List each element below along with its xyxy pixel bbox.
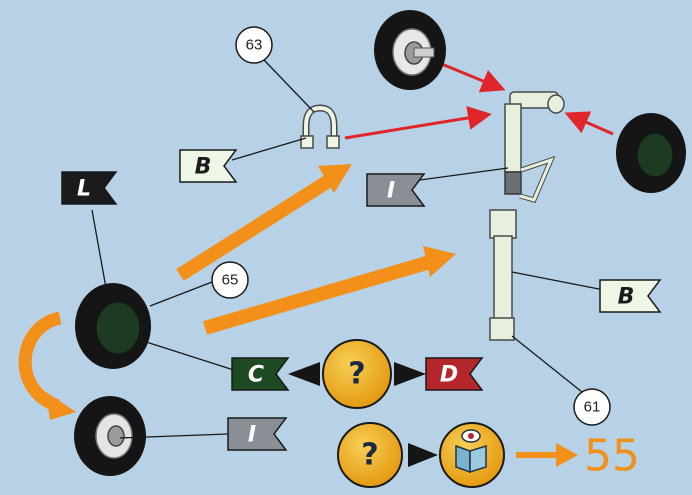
flag-l: L <box>61 171 118 205</box>
next-step-number: 55 <box>584 431 640 482</box>
flip-wheel-arrow-icon <box>18 311 76 420</box>
pointer-to-inspect-icon <box>408 443 438 467</box>
choice-pointers <box>288 362 426 386</box>
clip-part <box>300 104 340 149</box>
inspect-book-icon <box>439 422 505 488</box>
orange-arrows <box>18 164 456 420</box>
bottom-question-text: ? <box>361 438 378 473</box>
flag-c-text: C <box>248 363 264 388</box>
arrow-clip-to-strut <box>344 106 492 140</box>
arrow-wheel-to-axle-right <box>564 111 614 136</box>
callout-65: 65 <box>211 261 249 299</box>
flipped-wheel <box>74 396 146 476</box>
top-wheel <box>374 10 446 90</box>
next-step-arrow-icon <box>516 443 578 467</box>
main-wheel <box>75 283 151 369</box>
flag-b-clip: B <box>179 149 238 183</box>
question-badge-text: ? <box>348 357 365 392</box>
flag-l-text: L <box>77 177 91 202</box>
callout-61-text: 61 <box>584 399 601 416</box>
flag-b-clip-text: B <box>195 155 212 180</box>
bottom-question-badge-icon: ? <box>337 422 403 488</box>
arrow-to-strut-icon <box>203 246 456 335</box>
flag-b-strut: B <box>599 279 662 313</box>
flag-i-hub-text: I <box>248 423 256 448</box>
question-badge-icon: ? <box>322 339 392 409</box>
arrow-to-clip-icon <box>176 164 352 281</box>
flag-i-strut: I <box>366 173 426 207</box>
pointer-left-icon <box>288 362 320 386</box>
flag-c: C <box>231 357 290 391</box>
flag-d: D <box>425 357 484 391</box>
flag-i-strut-text: I <box>387 179 395 204</box>
right-wheel <box>616 113 686 193</box>
leader-lines <box>91 59 605 439</box>
pointer-right-icon <box>394 362 426 386</box>
landing-gear-strut <box>489 91 565 341</box>
flag-i-hub: I <box>227 417 288 451</box>
flag-d-text: D <box>440 363 458 388</box>
callout-65-text: 65 <box>222 272 239 289</box>
flag-b-strut-text: B <box>618 285 635 310</box>
callout-61: 61 <box>573 388 611 426</box>
callout-63: 63 <box>235 26 273 64</box>
callout-63-text: 63 <box>246 37 263 54</box>
